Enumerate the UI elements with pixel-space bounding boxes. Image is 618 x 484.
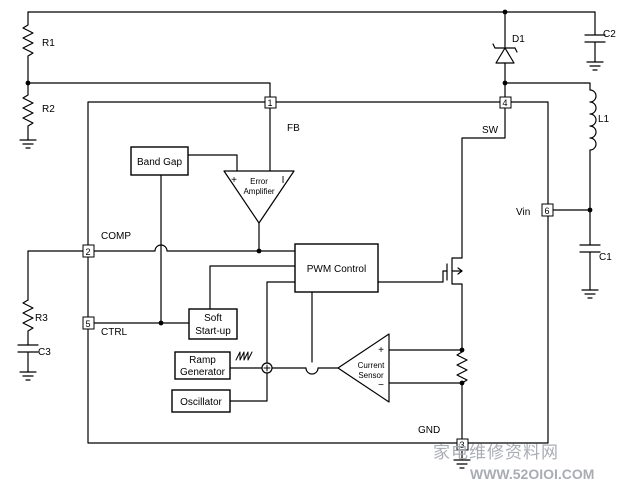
r1-resistor bbox=[22, 11, 34, 84]
mosfet-arrow bbox=[457, 267, 463, 275]
sw-internal-wire bbox=[461, 107, 506, 259]
gnd-pin-label: GND bbox=[418, 425, 440, 436]
junction-dot bbox=[587, 207, 593, 213]
sensor-minus-sign: − bbox=[378, 380, 384, 391]
ramp-label-2: Generator bbox=[180, 367, 226, 378]
watermark-cn: 家电维修资料网 bbox=[433, 443, 559, 463]
comp-pin-label: COMP bbox=[101, 231, 131, 242]
amp-plus-sign: + bbox=[231, 175, 237, 186]
pin-1-number: 1 bbox=[268, 98, 273, 108]
oscillator-label: Oscillator bbox=[180, 397, 222, 408]
fb-pin-label: FB bbox=[287, 123, 300, 134]
c3-label: C3 bbox=[38, 347, 51, 358]
soft-start-label-2: Start-up bbox=[195, 326, 231, 337]
pin-4-box bbox=[499, 96, 512, 109]
current-sensor bbox=[337, 333, 390, 403]
junction-dot bbox=[25, 80, 31, 86]
soft-start-block bbox=[188, 308, 238, 340]
junction-dot bbox=[256, 248, 262, 254]
ramp-symbol-icon bbox=[235, 351, 253, 361]
ramp-label-1: Ramp bbox=[189, 355, 216, 366]
c3-ground bbox=[19, 371, 37, 381]
pin-1-box bbox=[264, 96, 277, 109]
sensor-plus-sign: + bbox=[378, 345, 384, 356]
gnd-pin-ground bbox=[453, 449, 471, 469]
amp-minus-sign: I bbox=[282, 175, 285, 186]
comp-wire bbox=[93, 244, 296, 252]
c2-label: C2 bbox=[603, 29, 616, 40]
ctrl-pin-label: CTRL bbox=[101, 327, 128, 338]
soft-start-label-1: Soft bbox=[204, 313, 222, 324]
vin-pin-label: Vin bbox=[516, 207, 530, 218]
pin-3-box bbox=[456, 438, 469, 451]
c2-ground bbox=[586, 61, 604, 71]
junction-dot bbox=[158, 320, 164, 326]
error-amplifier bbox=[223, 170, 295, 224]
current-sensor-label-2: Sensor bbox=[358, 371, 384, 380]
c1-label: C1 bbox=[599, 252, 612, 263]
pwm-to-gate bbox=[377, 270, 444, 283]
d1-label: D1 bbox=[512, 34, 525, 45]
r3-resistor bbox=[22, 299, 34, 346]
r2-label: R2 bbox=[42, 104, 55, 115]
bandgap-to-amp bbox=[187, 154, 238, 172]
error-amp-label-1: Error bbox=[250, 177, 268, 186]
sense-resistor bbox=[456, 345, 468, 441]
sum-to-pwm bbox=[266, 281, 296, 364]
osc-to-sum bbox=[229, 372, 268, 402]
pwm-control-label: PWM Control bbox=[307, 264, 366, 275]
current-sensor-label-1: Current bbox=[358, 361, 385, 370]
junction-dot bbox=[502, 9, 508, 15]
ramp-generator-block bbox=[174, 351, 231, 380]
band-gap-block bbox=[130, 146, 189, 176]
error-amp-label-2: Amplifier bbox=[243, 187, 274, 196]
mosfet bbox=[442, 257, 463, 347]
pin-4-number: 4 bbox=[503, 98, 508, 108]
l1-label: L1 bbox=[598, 114, 610, 125]
pin-2-number: 2 bbox=[86, 247, 91, 257]
comp-external bbox=[27, 250, 84, 301]
c2-capacitor bbox=[584, 11, 606, 63]
r3-label: R3 bbox=[35, 313, 48, 324]
pin-6-number: 6 bbox=[545, 206, 550, 216]
r2-ground bbox=[19, 139, 37, 149]
pin-6-box bbox=[541, 203, 554, 217]
pin-5-number: 5 bbox=[86, 319, 91, 329]
junction-dot bbox=[502, 80, 508, 86]
pin-5-box bbox=[82, 316, 95, 330]
softstart-to-pwm bbox=[209, 265, 296, 312]
d1-symbol bbox=[492, 43, 518, 64]
ic-outline bbox=[87, 101, 549, 444]
c3-capacitor bbox=[17, 344, 39, 373]
r2-resistor bbox=[22, 82, 34, 141]
pwm-control-block bbox=[294, 243, 379, 293]
watermark-url: WWW.52OIOI.COM bbox=[470, 466, 594, 482]
pin-3-number: 3 bbox=[460, 440, 465, 450]
l1-inductor bbox=[584, 82, 597, 211]
band-gap-label: Band Gap bbox=[137, 157, 182, 168]
junction-dot bbox=[459, 347, 465, 353]
sensor-to-sum bbox=[271, 367, 339, 375]
r1-label: R1 bbox=[42, 38, 55, 49]
sw-pin-label: SW bbox=[482, 125, 499, 136]
junction-dot bbox=[459, 380, 465, 386]
fb-wire bbox=[27, 82, 271, 98]
summing-junction bbox=[261, 362, 273, 374]
c1-capacitor bbox=[579, 209, 601, 291]
pin-2-box bbox=[82, 244, 95, 258]
sum-plus-sign bbox=[263, 364, 271, 372]
c1-ground bbox=[581, 289, 599, 299]
oscillator-block bbox=[171, 389, 231, 413]
